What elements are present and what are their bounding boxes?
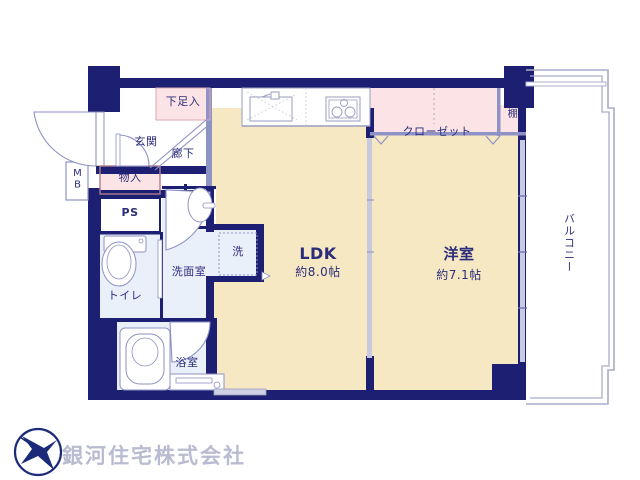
wall-bathroom-left — [114, 320, 117, 390]
closet-door-mark-right — [485, 135, 501, 145]
balcony-sliding-window-icon — [518, 140, 527, 362]
wall-ldk-wetarea — [206, 276, 214, 390]
swallow-wing-detail — [19, 436, 34, 447]
bathroom-drain-icon — [213, 381, 221, 389]
closet-bottom-line — [370, 132, 526, 136]
right-exterior-wall-upper — [518, 108, 526, 136]
sliding-partition-track — [367, 138, 372, 358]
top-exterior-wall — [88, 78, 526, 88]
balcony-top-rail — [525, 81, 607, 87]
toilet-icon — [101, 235, 147, 287]
structural-column-top-right — [504, 66, 534, 108]
ldk-window — [213, 388, 267, 396]
wall-toilet-bathroom-divider — [100, 318, 216, 322]
logo-circle — [13, 427, 63, 477]
wall-toilet-top — [100, 232, 162, 235]
wall-ldk-western-bottom — [366, 356, 374, 392]
sink-icon — [246, 91, 298, 122]
corridor-swing-door-icon — [115, 133, 150, 167]
left-exterior-wall-mid — [88, 188, 100, 320]
bathroom-swing-door-icon — [169, 321, 211, 363]
company-name: 銀河住宅株式会社 — [62, 444, 246, 468]
basin-icon — [187, 187, 216, 223]
wall-washer-bottom — [212, 276, 264, 282]
wall-entrance-bottom — [96, 166, 206, 174]
meter-box-outline — [65, 161, 89, 201]
bottom-exterior-wall — [88, 390, 526, 400]
wall-washer-top — [212, 224, 264, 230]
toilet-door — [157, 239, 163, 299]
western-room-floor-fill — [370, 135, 525, 390]
structural-column-bottom-left — [88, 320, 116, 390]
wall-bathroom-right — [214, 318, 217, 390]
entrance-swing-door-icon — [33, 111, 97, 167]
pipe-space-box — [99, 197, 161, 233]
structural-column-bottom-right — [492, 364, 526, 398]
shoe-cabinet-outline — [155, 87, 211, 121]
closet-fill — [370, 88, 500, 135]
structural-column-top-left — [88, 66, 120, 112]
wall-washer-right — [256, 228, 264, 282]
shelf-divider-line — [497, 88, 501, 136]
entrance-door-frame — [95, 111, 105, 167]
bathroom-counter-inner — [175, 377, 213, 384]
shoe-cabinet-fill — [156, 88, 210, 120]
washer-space-fill — [214, 228, 262, 280]
closet-door-mark-left — [373, 135, 389, 145]
washer-drain-marker — [261, 271, 271, 281]
bathtub-icon — [119, 327, 171, 391]
corridor-sliding-door-icon — [149, 119, 211, 171]
wall-vanity-bottom — [184, 226, 216, 229]
wall-corridor-ldk — [206, 88, 212, 188]
ldk-entry-strip-fill — [210, 108, 240, 188]
wall-washroom-top — [162, 186, 216, 189]
company-logo — [13, 427, 63, 477]
stove-icon — [325, 96, 361, 122]
